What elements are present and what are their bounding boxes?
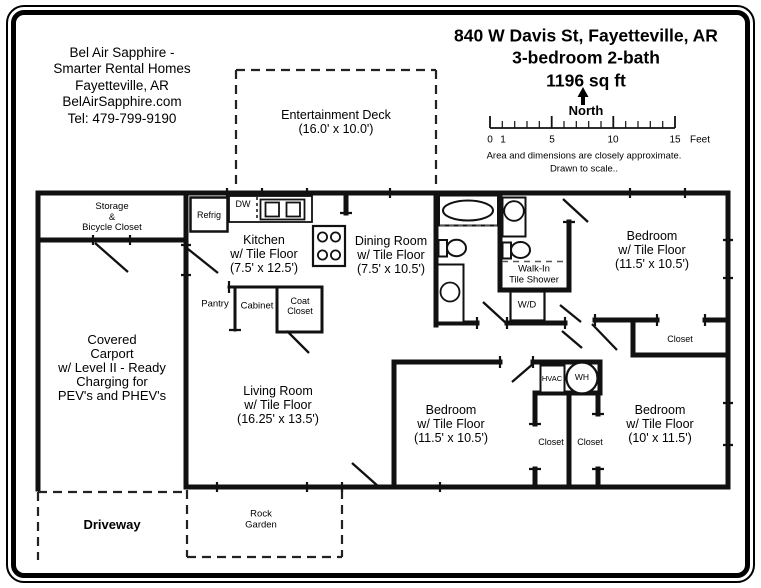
disclaimer-line-1: Area and dimensions are closely approxim… [486, 150, 682, 162]
walk-in-shower-label: Walk-In Tile Shower [509, 263, 559, 285]
bathtub [438, 194, 499, 227]
page-border-outer [6, 5, 755, 583]
scale-tick-15: 15 [669, 134, 681, 146]
disclaimer-line-2: Drawn to scale.. [549, 163, 619, 175]
scale-tick-0: 0 [487, 134, 493, 146]
stove [311, 224, 347, 268]
page-border-inner [11, 10, 750, 578]
driveway-label: Driveway [83, 517, 141, 533]
scale-tick-1: 1 [500, 134, 506, 146]
dining-room-label: Dining Room w/ Tile Floor (7.5' x 10.5') [354, 233, 428, 277]
carport-label: Covered Carport w/ Level II - Ready Char… [57, 332, 167, 403]
cabinet-label: Cabinet [240, 300, 274, 312]
property-address: 840 W Davis St, Fayetteville, AR [454, 25, 718, 46]
kitchen-label: Kitchen w/ Tile Floor (7.5' x 12.5') [230, 232, 298, 276]
company-website: BelAirSapphire.com [62, 94, 182, 110]
walls [35, 190, 731, 492]
kitchen-sink [259, 198, 306, 221]
hvac-box [539, 364, 566, 394]
bedroom-s-label: Bedroom w/ Tile Floor (11.5' x 10.5') [413, 402, 489, 446]
door-swings [94, 198, 618, 488]
hvac-label: HVAC [541, 373, 563, 383]
vanity-sink-2 [501, 196, 527, 238]
coat-closet-label: Coat Closet [287, 295, 313, 316]
toilet-1 [437, 238, 467, 258]
deck-outline [234, 68, 438, 190]
north-label: North [568, 103, 604, 119]
pantry-label: Pantry [201, 298, 229, 310]
scale-bar [489, 116, 676, 129]
closet-partition-walls [227, 285, 324, 334]
property-bedrooms: 3-bedroom 2-bath [512, 47, 660, 68]
north-arrow-icon [577, 87, 589, 105]
company-name: Bel Air Sapphire - [69, 44, 175, 60]
company-info: Bel Air Sapphire - Smarter Rental Homes … [53, 45, 190, 127]
scale-tick-5: 5 [549, 134, 555, 146]
refrigerator-label: Refrig [196, 209, 222, 220]
deck-label: Entertainment Deck (16.0' x 10.0') [281, 107, 391, 136]
company-tagline: Smarter Rental Homes [53, 61, 191, 77]
closet-s-left-label: Closet [538, 436, 564, 447]
driveway-outline [36, 490, 186, 560]
washer-dryer-label: W/D [517, 299, 537, 311]
company-city: Fayetteville, AR [75, 77, 169, 93]
wall-ticks [91, 188, 733, 492]
rock-garden-label: Rock Garden [245, 508, 277, 530]
toilet-2 [501, 241, 531, 260]
living-room-label: Living Room w/ Tile Floor (16.25' x 13.5… [237, 383, 319, 427]
company-phone: Tel: 479-799-9190 [67, 110, 177, 126]
storage-label: Storage & Bicycle Closet [82, 201, 142, 234]
property-summary: 840 W Davis St, Fayetteville, AR 3-bedro… [454, 24, 718, 91]
closet-s-right-label: Closet [577, 436, 603, 447]
closet-ne-label: Closet [667, 333, 693, 344]
bedroom-ne-label: Bedroom w/ Tile Floor (11.5' x 10.5') [614, 228, 690, 272]
dishwasher-label: DW [235, 198, 251, 209]
scale-tick-10: 10 [607, 134, 619, 146]
water-heater-label: WH [574, 372, 590, 383]
water-heater-circle [565, 361, 599, 395]
vanity-sink-1 [436, 263, 465, 324]
property-area: 1196 sq ft [546, 70, 626, 91]
rock-garden-outline [185, 490, 344, 559]
scale-unit: Feet [689, 134, 711, 146]
refrigerator-box [189, 196, 229, 233]
bedroom-se-label: Bedroom w/ Tile Floor (10' x 11.5') [626, 402, 694, 446]
washer-dryer-box [509, 290, 546, 322]
